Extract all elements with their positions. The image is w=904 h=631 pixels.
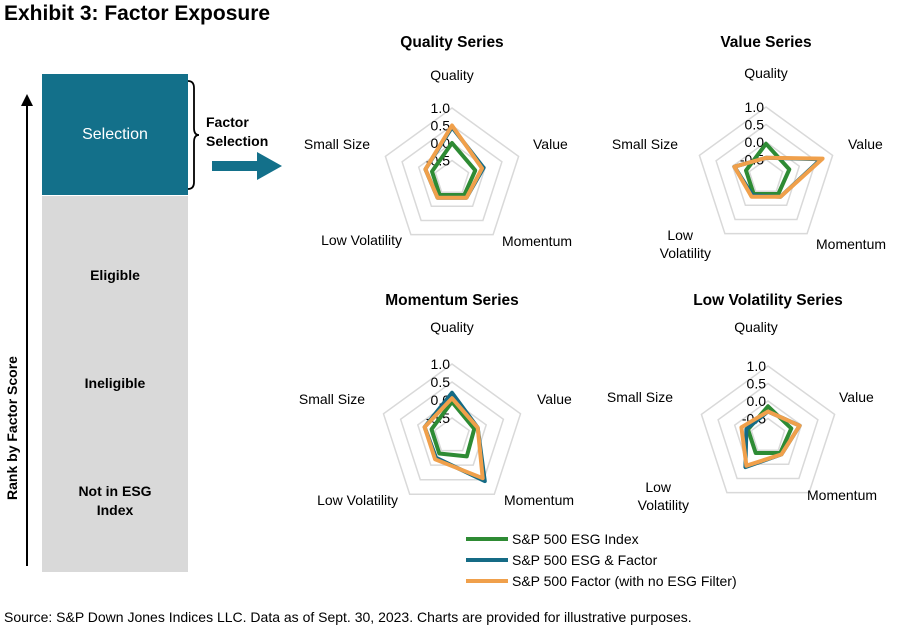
grid-ring: [715, 123, 817, 221]
legend-label: S&P 500 Factor (with no ESG Filter): [512, 572, 737, 589]
axis-label-quality: Quality: [744, 65, 788, 81]
axis-label-quality: Quality: [430, 67, 474, 83]
series-s-p-500-factor-with-no-esg-filter: [739, 409, 802, 468]
axis-label-momentum: Momentum: [504, 492, 574, 508]
source-note: Source: S&P Down Jones Indices LLC. Data…: [4, 609, 692, 625]
grid-ring: [748, 158, 784, 192]
tick-label: 0.5: [747, 376, 767, 392]
axis-label-low-volatility: Low Volatility: [321, 232, 402, 248]
tick-label: 1.0: [431, 356, 451, 372]
grid-ring: [434, 159, 470, 193]
legend-item: S&P 500 Factor (with no ESG Filter): [466, 570, 737, 591]
tick-label: 1.0: [745, 99, 765, 115]
grid-ring: [731, 141, 801, 207]
axis-label-value: Value: [537, 391, 572, 407]
rank-axis-line: [26, 104, 28, 566]
legend-item: S&P 500 ESG & Factor: [466, 549, 737, 570]
radar-chart-quality: Quality Series1.00.50.0-0.5QualityValueM…: [304, 34, 572, 249]
axis-label-quality: Quality: [734, 319, 778, 335]
axis-label-quality: Quality: [430, 319, 474, 335]
chart-title: Momentum Series: [385, 292, 519, 309]
radar-chart-low-volatility: Low Volatility Series1.00.50.0-0.5Qualit…: [607, 292, 877, 513]
axis-label-momentum: Momentum: [502, 233, 572, 249]
arrow-up-icon: [21, 94, 33, 106]
series-s-p-500-factor-with-no-esg-filter: [423, 123, 484, 200]
legend-label: S&P 500 ESG & Factor: [512, 551, 658, 568]
series-s-p-500-factor-with-no-esg-filter: [422, 396, 485, 481]
axis-label-momentum: Momentum: [816, 236, 886, 252]
page-title: Exhibit 3: Factor Exposure: [4, 2, 271, 25]
series-s-p-500-esg-index: [429, 399, 477, 459]
tier-ineligible: Ineligible: [84, 375, 146, 391]
grid-ring: [700, 365, 836, 494]
chart-title: Value Series: [720, 34, 811, 51]
axis-label-small-size: Small Size: [607, 389, 673, 405]
legend-label: S&P 500 ESG Index: [512, 530, 639, 547]
axis-label-small-size: Small Size: [304, 136, 370, 152]
tier-column: [42, 196, 188, 572]
grid-ring: [382, 363, 522, 495]
selection-tier-label: Selection: [82, 125, 148, 143]
right-arrow-icon: [212, 152, 282, 180]
grid-ring: [750, 417, 786, 451]
tick-label: 0.5: [431, 374, 451, 390]
axis-label-momentum: Momentum: [807, 487, 877, 503]
series-s-p-500-factor-with-no-esg-filter: [732, 155, 825, 199]
axis-label-low-volatility: Low Volatility: [317, 492, 398, 508]
tick-label: 1.0: [431, 100, 451, 116]
chart-legend: S&P 500 ESG Index S&P 500 ESG & Factor S…: [466, 528, 737, 591]
radar-chart-momentum: Momentum Series1.00.50.0-0.5QualityValue…: [299, 292, 574, 508]
axis-label-value: Value: [848, 136, 883, 152]
legend-swatch: [466, 578, 508, 583]
grid-ring: [698, 106, 834, 235]
grid-ring: [399, 381, 505, 481]
legend-swatch: [466, 557, 508, 562]
tick-label: 0.0: [747, 393, 767, 409]
chart-title: Low Volatility Series: [693, 292, 843, 309]
right-bracket-icon: [187, 80, 200, 190]
tick-label: 0.5: [745, 117, 765, 133]
axis-label-small-size: Small Size: [299, 391, 365, 407]
axis-label-value: Value: [839, 389, 874, 405]
tick-label: 0.0: [745, 134, 765, 150]
legend-swatch: [466, 536, 508, 541]
grid-ring: [733, 400, 803, 466]
chart-title: Quality Series: [400, 34, 503, 51]
factor-selection-label: Factor Selection: [206, 114, 269, 149]
grid-ring: [717, 382, 819, 480]
axis-label-value: Value: [533, 136, 568, 152]
series-s-p-500-esg-index: [744, 141, 792, 196]
selection-tier: Selection: [42, 74, 188, 195]
grid-ring: [384, 107, 520, 236]
axis-label-small-size: Small Size: [612, 136, 678, 152]
tick-label: 1.0: [747, 358, 767, 374]
legend-item: S&P 500 ESG Index: [466, 528, 737, 549]
tick-label: 0.5: [431, 118, 451, 134]
series-s-p-500-esg-index: [430, 141, 478, 197]
tier-not-in-esg-index: Not in ESG Index: [78, 483, 152, 518]
radar-chart-value: Value Series1.00.50.0-0.5QualityValueMom…: [612, 34, 886, 261]
grid-ring: [434, 417, 470, 452]
tier-eligible: Eligible: [90, 267, 140, 283]
grid-ring: [401, 124, 503, 222]
rank-axis-label: Rank by Factor Score: [4, 356, 20, 500]
